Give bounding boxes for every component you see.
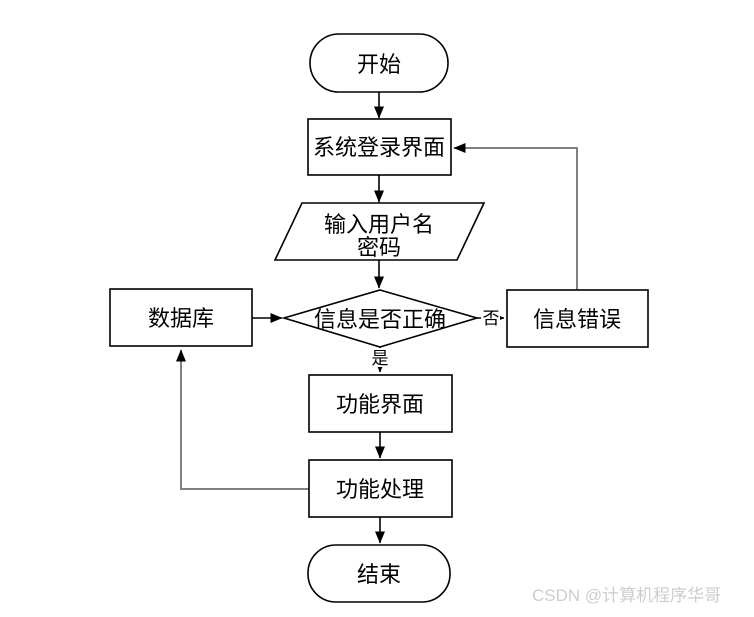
login-screen-label: 系统登录界面: [313, 136, 445, 161]
no-edge-label: 否: [483, 309, 500, 329]
info-error-shape: [506, 289, 649, 348]
yes-edge-label: 是: [372, 349, 389, 369]
csdn-watermark: CSDN @计算机程序华哥: [532, 586, 721, 605]
start-terminator-shape: [309, 33, 449, 93]
function-screen-shape: [308, 374, 453, 433]
edge-process-back-to-database: [176, 349, 309, 490]
start-label: 开始: [357, 53, 401, 78]
function-screen-label: 功能界面: [336, 393, 424, 418]
function-process-label: 功能处理: [336, 478, 424, 503]
input-credentials-parallelogram-shape: [273, 202, 486, 261]
decision-diamond-shape: [281, 289, 480, 348]
end-terminator-shape: [307, 544, 451, 603]
info-error-label: 信息错误: [533, 308, 621, 333]
edge-error-back-to-login: [453, 143, 578, 290]
no-label-backer: [481, 308, 500, 327]
yes-label-backer: [371, 348, 390, 367]
end-label: 结束: [357, 563, 401, 588]
database-label: 数据库: [148, 307, 214, 332]
input-credentials-label-line1: 输入用户名: [324, 213, 434, 238]
input-credentials-label-line2: 密码: [357, 236, 401, 261]
function-process-shape: [308, 459, 453, 518]
login-screen-shape: [307, 118, 452, 176]
decision-label: 信息是否正确: [314, 308, 446, 333]
database-shape: [109, 288, 253, 347]
